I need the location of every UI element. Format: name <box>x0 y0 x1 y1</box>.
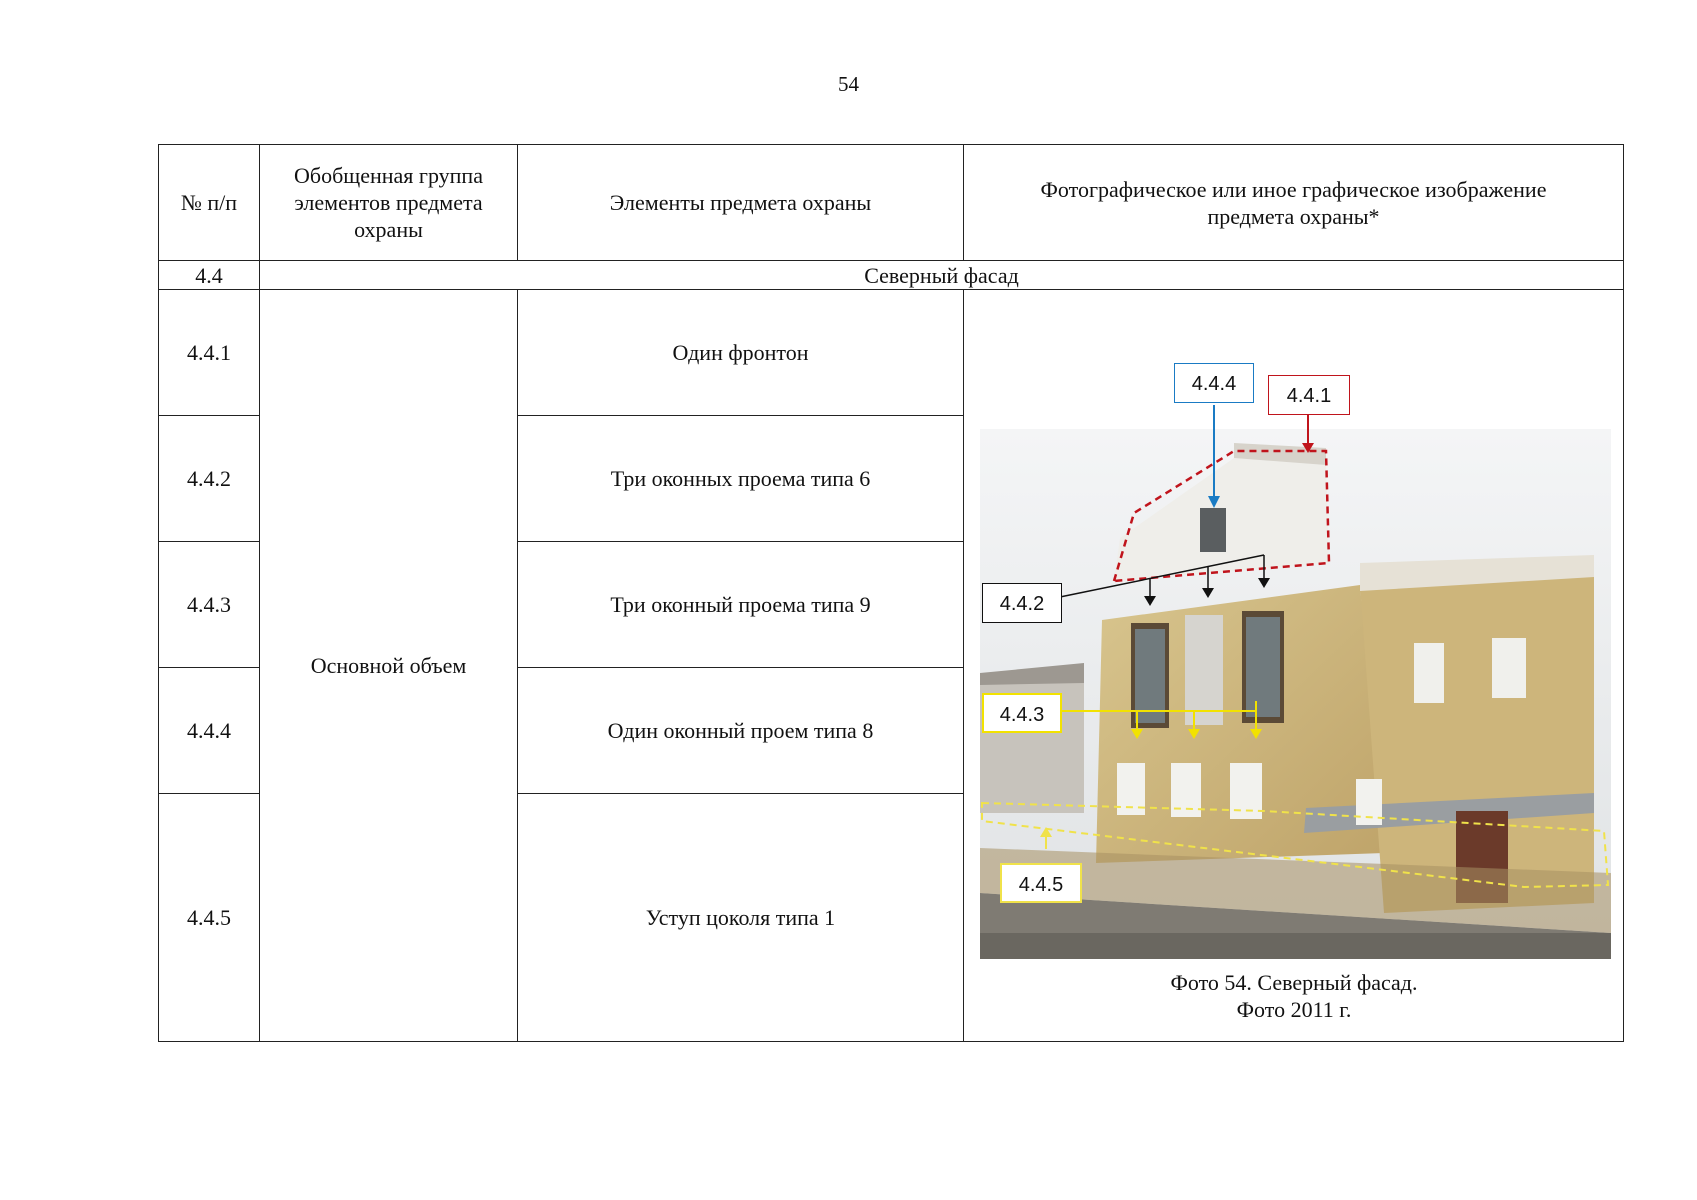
table-row: 4.4.2 Три оконных проема типа 6 <box>158 415 1624 542</box>
group-name: Основной объем <box>259 289 518 1042</box>
photo-cell: 4.4.4 4.4.1 4.4.2 4.4.3 4.4.5 Фото 54. С… <box>963 289 1624 1042</box>
table-header-row: № п/п Обобщенная группа элементов предме… <box>158 144 1624 261</box>
table-row: 4.4.5 Уступ цоколя типа 1 <box>158 793 1624 1042</box>
section-row: 4.4 Северный фасад <box>158 260 1624 290</box>
caption-line-2: Фото 2011 г. <box>1236 996 1352 1022</box>
page-number: 54 <box>838 72 859 96</box>
callout-4-4-2: 4.4.2 <box>982 582 1062 623</box>
caption-line-1: Фото 54. Северный фасад. <box>1170 969 1418 995</box>
building-photo <box>980 404 1611 959</box>
table-row: 4.4.4 Один оконный проем типа 8 <box>158 667 1624 794</box>
row-element: Один фронтон <box>517 289 964 416</box>
callout-4-4-3: 4.4.3 <box>982 692 1062 733</box>
section-num: 4.4 <box>158 260 260 290</box>
photo-caption: Фото 54. Северный фасад. Фото 2011 г. <box>964 969 1624 1023</box>
protection-table: № п/п Обобщенная группа элементов предме… <box>158 144 1624 1042</box>
header-num: № п/п <box>158 144 260 261</box>
row-num: 4.4.3 <box>158 541 260 668</box>
row-num: 4.4.4 <box>158 667 260 794</box>
header-image: Фотографическое или иное графическое изо… <box>963 144 1624 261</box>
callout-4-4-5: 4.4.5 <box>1000 862 1082 903</box>
header-elements: Элементы предмета охраны <box>517 144 964 261</box>
row-element: Три оконный проема типа 9 <box>517 541 964 668</box>
row-element: Три оконных проема типа 6 <box>517 415 964 542</box>
callout-4-4-4: 4.4.4 <box>1174 362 1254 403</box>
section-title: Северный фасад <box>259 260 1624 290</box>
row-num: 4.4.1 <box>158 289 260 416</box>
row-num: 4.4.5 <box>158 793 260 1042</box>
header-group: Обобщенная группа элементов предмета охр… <box>259 144 518 261</box>
table-row: 4.4.1 Основной объем Один фронтон <box>158 289 1624 1042</box>
row-element: Уступ цоколя типа 1 <box>517 793 964 1042</box>
callout-4-4-1: 4.4.1 <box>1268 374 1350 415</box>
row-element: Один оконный проем типа 8 <box>517 667 964 794</box>
photo-area: 4.4.4 4.4.1 4.4.2 4.4.3 4.4.5 Фото 54. С… <box>964 293 1624 1039</box>
row-num: 4.4.2 <box>158 415 260 542</box>
